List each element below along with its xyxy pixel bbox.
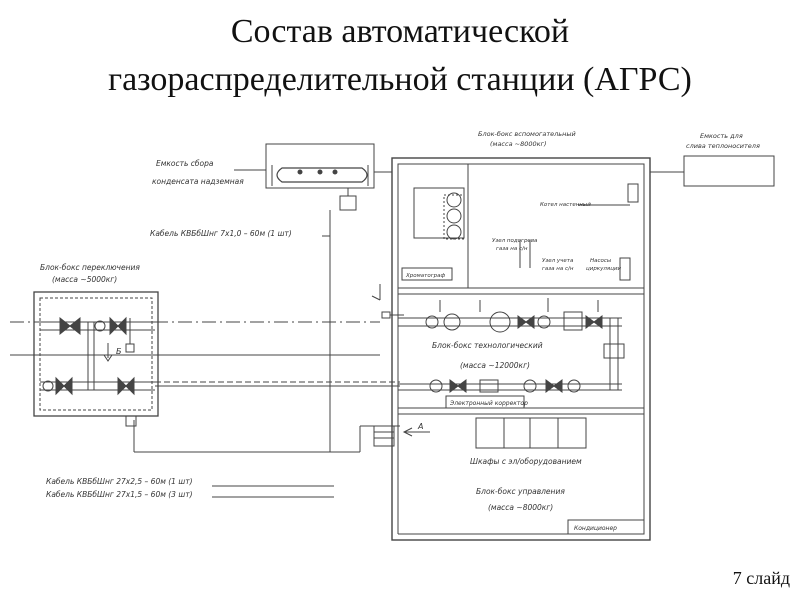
page-title-line-2: газораспределительной станции (АГРС) — [108, 61, 692, 98]
pumps-label-2: циркуляции — [586, 266, 622, 272]
conditioner-label: Кондиционер — [574, 525, 617, 532]
condensate-tank-label-1: Емкость сбора — [156, 159, 214, 168]
cabinets-row — [475, 417, 587, 449]
condensate-tank-label-2: конденсата надземная — [152, 177, 244, 186]
corrector-box — [445, 395, 525, 409]
cable-bottom-label-2: Кабель КВБбШнг 27х1,5 – 60м (3 шт) — [46, 490, 193, 499]
switching-block-label-2: (масса ~5000кг) — [52, 275, 117, 284]
chromatograph-box — [401, 267, 453, 281]
control-block-label-2: (масса ~8000кг) — [488, 503, 553, 512]
tech-block-label-1: Блок-бокс технологический — [432, 341, 543, 350]
heat-tank-box — [683, 155, 775, 187]
heat-tank-label-1: Емкость для — [700, 132, 743, 140]
tech-block-label-2: (масса ~12000кг) — [460, 361, 530, 370]
boiler-label: Котел настенный — [540, 202, 591, 208]
pumps-label-1: Насосы — [590, 258, 612, 264]
heat-tank-label-2: слива теплоносителя — [686, 142, 760, 150]
cable-bottom-label-1: Кабель КВБбШнг 27х2,5 – 60м (1 шт) — [46, 477, 193, 486]
aux-block-label-1: Блок-бокс вспомогательный — [478, 130, 576, 138]
slide-number: 7 слайд — [732, 568, 790, 588]
station-outline — [391, 157, 651, 541]
page-title-line-1: Состав автоматической — [230, 13, 570, 50]
cabinets-label: Шкафы с эл/оборудованием — [470, 457, 582, 466]
label-b: Б — [116, 347, 122, 356]
heat-exchanger-label-2: газа на с/н — [496, 246, 528, 252]
tech-block-pipework — [398, 298, 625, 393]
cable-top-label: Кабель КВБбШнг 7х1,0 – 60м (1 шт) — [150, 229, 292, 238]
label-a: А — [417, 422, 423, 431]
heat-exchanger-label-1: Узел подогрева — [492, 238, 538, 244]
corrector-label: Электронный корректор — [449, 400, 528, 407]
condensate-tank — [265, 143, 392, 211]
meter-unit-label-2: газа на с/н — [542, 266, 574, 272]
chromatograph-label: Хроматограф — [405, 273, 445, 279]
aux-block-label-2: (масса ~8000кг) — [490, 140, 547, 148]
meter-unit-label-1: Узел учета — [542, 258, 574, 264]
switching-block-label-1: Блок-бокс переключения — [40, 263, 140, 272]
conditioner-box — [567, 519, 645, 535]
switching-block — [33, 291, 159, 417]
control-block-label-1: Блок-бокс управления — [476, 487, 565, 496]
